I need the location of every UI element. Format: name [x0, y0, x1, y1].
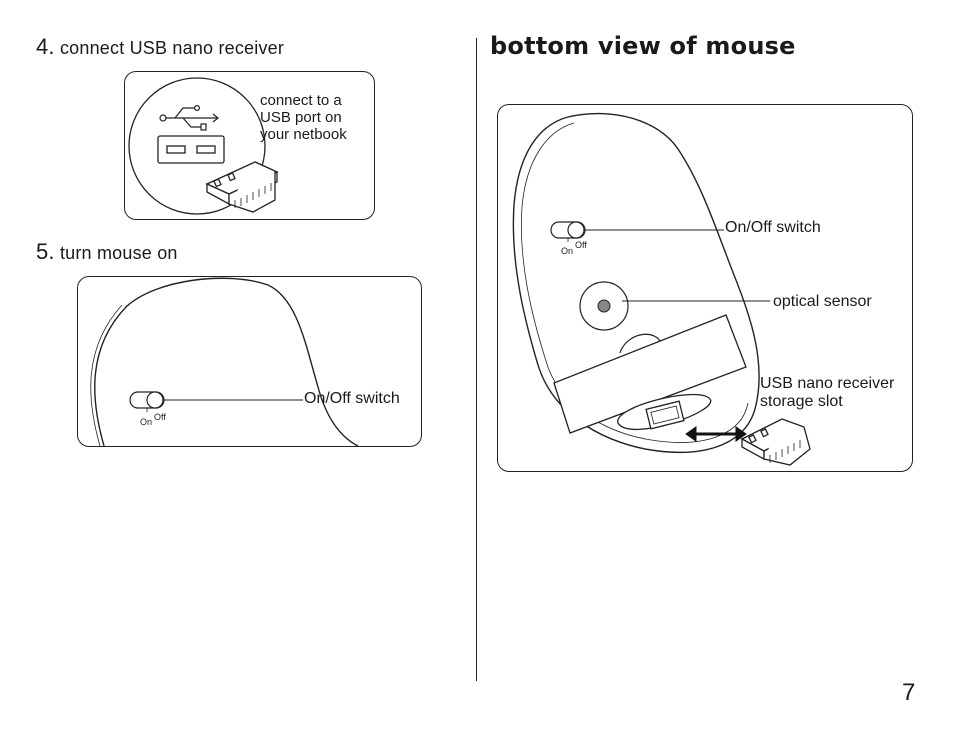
mouse-bottom-illustration: On Off — [512, 112, 811, 466]
battery-compartment — [553, 314, 747, 434]
storage-slot-icon — [617, 393, 712, 431]
switch-callout: On/Off switch — [304, 390, 400, 407]
storage-slot-callout: USB nano receiver storage slot — [760, 375, 894, 411]
column-divider — [476, 38, 477, 681]
bottom-view-heading: bottom view of mouse — [490, 32, 796, 60]
storage-callout-line-1: USB nano receiver — [760, 375, 895, 392]
on-off-switch-icon — [550, 221, 586, 242]
step-5-number: 5. — [36, 239, 55, 264]
usb-port-illustration — [128, 77, 279, 215]
step-4-number: 4. — [36, 34, 55, 59]
bottom-view-panel: On Off — [497, 104, 913, 472]
bottom-switch-callout: On/Off switch — [725, 219, 821, 236]
mouse-side-illustration: On Off — [90, 277, 359, 446]
step-4-heading: 4. connect USB nano receiver — [36, 34, 284, 60]
double-arrow-icon — [685, 426, 747, 442]
mouse-outline — [94, 277, 359, 446]
bottom-switch-on-label: On — [561, 246, 573, 256]
nano-receiver-icon — [205, 161, 279, 213]
usb-symbol-icon — [159, 104, 219, 131]
bottom-switch-off-label: Off — [575, 240, 587, 250]
step-5-label: turn mouse on — [59, 243, 178, 263]
usb-receiver-panel: connect to a USB port on your netbook — [124, 71, 375, 220]
step-5-heading: 5. turn mouse on — [36, 239, 178, 265]
usb-port-icon — [157, 135, 225, 164]
storage-callout-line-2: storage slot — [760, 393, 843, 410]
usb-callout-line-3: your netbook — [260, 126, 347, 143]
switch-on-label: On — [140, 417, 152, 427]
nano-receiver-icon — [740, 418, 811, 466]
optical-sensor-icon — [579, 281, 629, 331]
on-off-switch-icon — [129, 391, 165, 412]
usb-callout-line-2: USB port on — [260, 109, 342, 126]
usb-port-callout: connect to a USB port on your netbook — [260, 92, 347, 143]
switch-off-label: Off — [154, 412, 166, 422]
step-4-label: connect USB nano receiver — [59, 38, 285, 58]
mouse-switch-panel: On Off On/Off switch — [77, 276, 422, 447]
optical-sensor-callout: optical sensor — [773, 293, 872, 310]
page-number: 7 — [902, 679, 916, 706]
usb-callout-line-1: connect to a — [260, 92, 342, 109]
